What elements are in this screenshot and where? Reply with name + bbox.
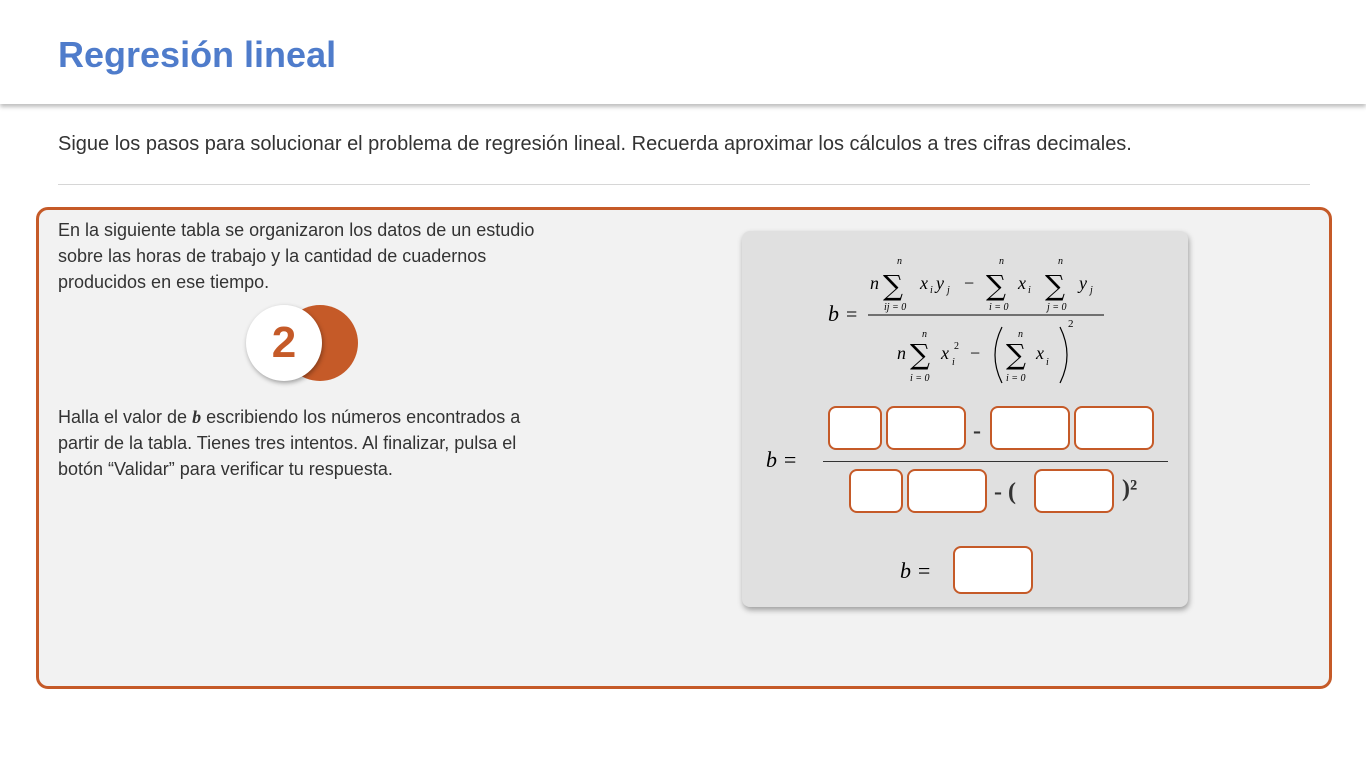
numerator-n-input[interactable]	[828, 406, 882, 450]
numerator-sum-y-input[interactable]	[1074, 406, 1154, 450]
svg-text:j = 0: j = 0	[1045, 302, 1067, 313]
svg-text:=: =	[846, 304, 857, 326]
svg-text:x: x	[940, 343, 949, 363]
numerator-sum-x-input[interactable]	[990, 406, 1070, 450]
svg-text:∑: ∑	[986, 269, 1006, 302]
svg-text:x: x	[1035, 343, 1044, 363]
svg-text:j: j	[1088, 285, 1093, 296]
divider	[58, 184, 1310, 185]
step-number: 2	[246, 305, 322, 381]
task-text-before: Halla el valor de	[58, 407, 193, 427]
denominator-n-input[interactable]	[849, 469, 903, 513]
svg-text:i: i	[952, 357, 955, 368]
svg-text:ij = 0: ij = 0	[884, 302, 906, 313]
svg-text:b: b	[828, 301, 839, 326]
svg-text:n: n	[999, 256, 1004, 267]
numerator-sum-xy-input[interactable]	[886, 406, 966, 450]
svg-text:n: n	[1058, 256, 1063, 267]
svg-text:∑: ∑	[1006, 338, 1026, 371]
svg-text:x: x	[919, 273, 928, 293]
svg-text:−: −	[964, 273, 974, 293]
svg-text:n: n	[897, 256, 902, 267]
result-b-input[interactable]	[953, 546, 1033, 594]
svg-text:−: −	[970, 343, 980, 363]
svg-text:n: n	[922, 329, 927, 340]
close-paren-squared: )²	[1122, 476, 1138, 502]
task-text: Halla el valor de b escribiendo los núme…	[58, 404, 538, 482]
svg-text:∑: ∑	[883, 269, 903, 302]
svg-text:i = 0: i = 0	[910, 373, 930, 384]
intro-text: En la siguiente tabla se organizaron los…	[58, 220, 535, 292]
header-bar: Regresión lineal	[0, 0, 1366, 104]
numerator-minus-sign: -	[973, 418, 981, 444]
page-title: Regresión lineal	[58, 34, 337, 75]
task-variable: b	[192, 407, 202, 427]
svg-text:n: n	[870, 273, 879, 293]
step-badge: 2	[246, 305, 360, 383]
regression-formula: b = n ∑ n ij = 0 x i y j − ∑ n i = 0 x i…	[828, 256, 1104, 384]
task-text-after: escribiendo los números encontrados a pa…	[58, 407, 521, 479]
svg-text:∑: ∑	[1045, 269, 1065, 302]
svg-text:n: n	[897, 343, 906, 363]
svg-text:y: y	[1077, 273, 1087, 293]
svg-text:n: n	[1018, 329, 1023, 340]
svg-text:i: i	[1046, 357, 1049, 368]
denominator-minus-paren: - (	[994, 479, 1016, 505]
svg-text:i = 0: i = 0	[989, 302, 1009, 313]
svg-text:i: i	[930, 285, 933, 296]
b-label-result: b =	[900, 558, 932, 583]
svg-text:y: y	[934, 273, 944, 293]
svg-text:2: 2	[954, 341, 959, 352]
fraction-bar	[823, 461, 1168, 462]
b-label-fraction: b =	[766, 447, 798, 472]
svg-text:i = 0: i = 0	[1006, 373, 1026, 384]
instructions-text: Sigue los pasos para solucionar el probl…	[58, 133, 1132, 155]
svg-text:2: 2	[1068, 318, 1074, 330]
svg-text:i: i	[1028, 285, 1031, 296]
denominator-sum-x2-input[interactable]	[907, 469, 987, 513]
svg-text:j: j	[945, 285, 950, 296]
svg-text:∑: ∑	[910, 338, 930, 371]
svg-text:x: x	[1017, 273, 1026, 293]
denominator-sum-x-input[interactable]	[1034, 469, 1114, 513]
